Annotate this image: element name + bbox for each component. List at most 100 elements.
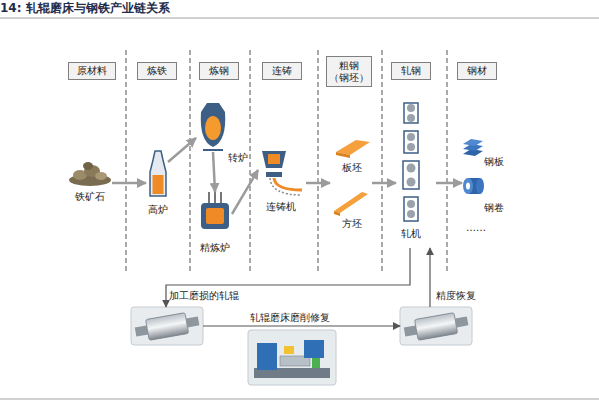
roll-neck (186, 317, 199, 328)
mill-stand (403, 161, 419, 189)
roll-barrel (146, 313, 189, 341)
process-item: 高炉 (146, 150, 170, 196)
process-item: 铁矿石 (68, 160, 112, 186)
stage-box: 原材料 (68, 62, 116, 80)
slab-icon (336, 140, 370, 158)
iron-ore-icon (69, 162, 111, 186)
process-item: 钢卷 (462, 176, 482, 196)
stage-box: 粗钢 （钢坯） (326, 56, 372, 87)
mill-stand (404, 197, 418, 221)
furnace-body (201, 203, 229, 229)
work-roll (407, 143, 415, 151)
electrode (220, 192, 222, 203)
stage-divider (318, 50, 319, 272)
roll-grinder-icon (248, 330, 336, 385)
coil-face (476, 178, 484, 194)
restored-roll-icon (400, 307, 472, 345)
stage-box: 轧钢 (391, 62, 431, 80)
flow-arrow (112, 182, 146, 185)
rolling-mill-icon (403, 103, 419, 221)
work-roll (407, 210, 415, 218)
item-label: 方坯 (332, 218, 372, 230)
stage-box: 炼铁 (137, 62, 177, 80)
strand (274, 178, 302, 190)
caster-icon (262, 151, 302, 195)
bottom-rule (0, 399, 599, 400)
stage-divider (190, 50, 191, 272)
stage-divider (250, 50, 251, 272)
work-roll (407, 164, 416, 173)
flow-arrow (213, 152, 215, 192)
stage-label: 粗钢 （钢坯） (327, 60, 371, 84)
electrode (208, 192, 210, 203)
continuation-mark: …… (466, 222, 486, 234)
roller-apron (270, 178, 302, 195)
molten-iron (153, 175, 164, 194)
stage-label: 连铸 (263, 65, 301, 77)
ladle (262, 151, 286, 168)
steel-plate-icon (463, 139, 483, 156)
roll-barrel (415, 313, 458, 341)
tailstock (284, 346, 294, 354)
coil-eye (466, 183, 470, 190)
converter-icon (201, 103, 226, 150)
work-roll (407, 178, 416, 187)
image-tile (248, 330, 336, 385)
tundish (266, 172, 282, 177)
mill-stand (404, 131, 418, 153)
work-roll (407, 114, 415, 122)
stage-divider (126, 50, 127, 272)
plate (463, 139, 483, 146)
stage-label: 轧钢 (392, 65, 430, 77)
steel-coil-icon (463, 178, 484, 194)
grinding-head (304, 340, 324, 358)
item-label: 精炼炉 (190, 242, 240, 254)
process-item: 轧机 (396, 100, 436, 242)
item-label: 轧机 (396, 228, 426, 240)
billet-top (334, 192, 368, 213)
item-label: 板坯 (332, 162, 372, 174)
wheel-guard (312, 358, 320, 368)
stage-box: 钢材 (457, 62, 497, 80)
electrode (214, 192, 216, 203)
billet-end (334, 211, 340, 216)
roll-neck (455, 317, 468, 328)
item-label: 加工磨损的轧辊 (169, 290, 259, 302)
ore-lump (95, 172, 107, 180)
converter-shell (201, 103, 226, 147)
item-label: 连铸机 (256, 201, 306, 213)
process-item: 板坯 (332, 138, 372, 158)
item-label: 钢板 (484, 156, 514, 168)
billet-icon (334, 192, 368, 216)
item-label: 轧辊磨床磨削修复 (250, 312, 350, 324)
roll-neck (404, 326, 417, 337)
item-label: 转炉 (228, 152, 258, 164)
ladle-furnace-icon (201, 192, 229, 229)
process-item: 加工磨损的轧辊 (131, 307, 203, 345)
item-label: 高炉 (133, 204, 183, 216)
stage-label: 钢材 (458, 65, 496, 77)
process-item: 精度恢复 (400, 307, 472, 345)
work-roll (407, 200, 415, 208)
flow-arrow (436, 182, 462, 185)
control-cabinet (257, 343, 277, 370)
flow-arrow (166, 248, 410, 307)
figure-title: 14: 轧辊磨床与钢铁产业链关系 (0, 1, 170, 15)
roll-neck (135, 326, 148, 337)
stage-box: 炼钢 (199, 62, 239, 80)
furnace-shell (150, 151, 166, 196)
work-roll (407, 133, 415, 141)
title-rule (0, 18, 599, 19)
process-item: 连铸机 (258, 150, 304, 190)
work-roll (407, 104, 415, 112)
stage-divider (447, 50, 448, 272)
flow-arrow (372, 182, 396, 185)
item-label: 钢卷 (484, 202, 514, 214)
molten-steel (206, 208, 224, 224)
slab-side (336, 152, 350, 158)
stage-divider (382, 50, 383, 272)
process-item: 钢板 (462, 138, 482, 156)
mill-stand (404, 103, 418, 123)
